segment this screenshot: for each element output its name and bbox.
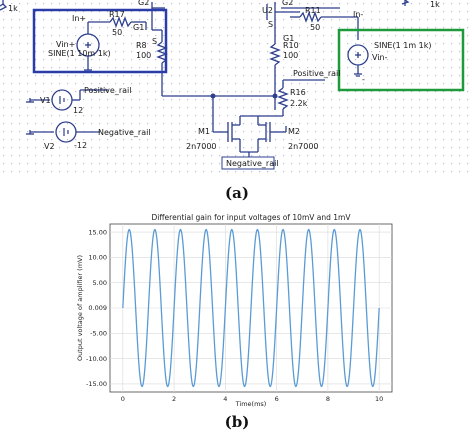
gain-chart: Differential gain for input voltages of … bbox=[76, 213, 393, 408]
label-positive-rail-right: Positive_rail bbox=[293, 69, 340, 78]
label-s-right: S bbox=[268, 20, 273, 29]
label-v2: V2 bbox=[44, 142, 55, 151]
resistor-r11 bbox=[299, 11, 322, 23]
label-r17: R17 bbox=[109, 10, 125, 19]
y-tick-label: 15.00 bbox=[88, 228, 107, 236]
label-g1-left: G1 bbox=[133, 23, 144, 32]
chart-title: Differential gain for input voltages of … bbox=[152, 213, 352, 222]
label-r10-value: 100 bbox=[283, 51, 298, 60]
label-r8: R8 bbox=[136, 41, 147, 50]
y-axis-ticks: 15.00 10.00 5.00 0.009 -5.00 -10.00 -15.00 bbox=[86, 228, 107, 388]
label-s-left: S bbox=[152, 37, 157, 46]
label-r16: R16 bbox=[290, 88, 306, 97]
label-u2: U2 bbox=[262, 6, 273, 15]
label-m2-part: 2n7000 bbox=[288, 142, 319, 151]
y-tick-label: 0.009 bbox=[88, 304, 107, 312]
label-negative-rail-bottom: Negative_rail bbox=[226, 159, 279, 168]
x-tick-label: 4 bbox=[223, 395, 227, 403]
label-r10: R10 bbox=[283, 41, 299, 50]
caption-a: (a) bbox=[225, 184, 249, 202]
negative-rail-label-box bbox=[221, 156, 275, 170]
label-m2: M2 bbox=[288, 127, 300, 136]
x-axis-label: Time(ms) bbox=[235, 400, 267, 408]
label-g1-right: G1 bbox=[283, 34, 294, 43]
y-tick-label: -5.00 bbox=[90, 330, 107, 338]
label-r-top-right: 1k bbox=[430, 0, 440, 9]
label-r16-value: 2.2k bbox=[290, 99, 308, 108]
highlight-box-vin-minus bbox=[337, 28, 465, 92]
label-g2-right: G2 bbox=[282, 0, 293, 7]
resistor-r8 bbox=[156, 41, 168, 64]
label-v2-value: -12 bbox=[74, 141, 87, 150]
x-tick-label: 0 bbox=[121, 395, 125, 403]
circuit-schematic: 1k 1k In+ R17 50 G1 G2 S R8 100 Vin+ SIN… bbox=[0, 0, 474, 176]
resistor-top-left bbox=[0, 0, 8, 11]
label-g2-left: G2 bbox=[138, 0, 149, 7]
label-sine-left: SINE(1 10m 1k) bbox=[48, 49, 111, 58]
highlight-box-vin-plus bbox=[32, 8, 168, 74]
y-tick-label: -15.00 bbox=[86, 380, 107, 388]
label-in-plus: In+ bbox=[72, 14, 86, 23]
x-tick-label: 8 bbox=[326, 395, 330, 403]
x-axis-ticks: 0 2 4 6 8 10 bbox=[121, 395, 384, 403]
x-tick-label: 2 bbox=[172, 395, 176, 403]
resistor-r17 bbox=[109, 16, 132, 28]
source-vin-plus bbox=[76, 33, 100, 57]
dot-grid bbox=[0, 0, 474, 176]
junction-dot bbox=[272, 93, 278, 99]
label-in-minus: In- bbox=[353, 10, 363, 19]
label-m1: M1 bbox=[198, 127, 210, 136]
label-negative-rail-left: Negative_rail bbox=[98, 128, 151, 137]
y-tick-label: 5.00 bbox=[93, 279, 107, 287]
label-vin-plus: Vin+ bbox=[56, 40, 75, 49]
label-vin-minus: Vin- bbox=[372, 53, 388, 62]
label-r17-value: 50 bbox=[112, 28, 122, 37]
caption-b: (b) bbox=[224, 413, 250, 431]
resistor-r16 bbox=[277, 87, 289, 110]
label-v1: V1 bbox=[40, 96, 51, 105]
resistor-top-right bbox=[401, 0, 410, 5]
y-tick-label: -10.00 bbox=[86, 355, 107, 363]
label-r8-value: 100 bbox=[136, 51, 151, 60]
x-tick-label: 6 bbox=[275, 395, 279, 403]
label-minus-sign: - bbox=[362, 75, 365, 84]
label-r11: R11 bbox=[305, 6, 321, 15]
x-tick-label: 10 bbox=[375, 395, 383, 403]
label-sine-right: SINE(1 1m 1k) bbox=[374, 41, 432, 50]
label-v1-value: 12 bbox=[73, 106, 83, 115]
junction-dot bbox=[210, 93, 216, 99]
label-r11-value: 50 bbox=[310, 23, 320, 32]
series-line bbox=[122, 228, 380, 388]
label-positive-rail-left: Positive_rail bbox=[84, 86, 131, 95]
label-r-top-left: 1k bbox=[8, 4, 18, 13]
resistor-r10 bbox=[269, 43, 281, 66]
label-m1-part: 2n7000 bbox=[186, 142, 217, 151]
y-axis-label: Output voltage of amplifier (mV) bbox=[76, 255, 84, 361]
y-tick-label: 10.00 bbox=[88, 254, 107, 262]
